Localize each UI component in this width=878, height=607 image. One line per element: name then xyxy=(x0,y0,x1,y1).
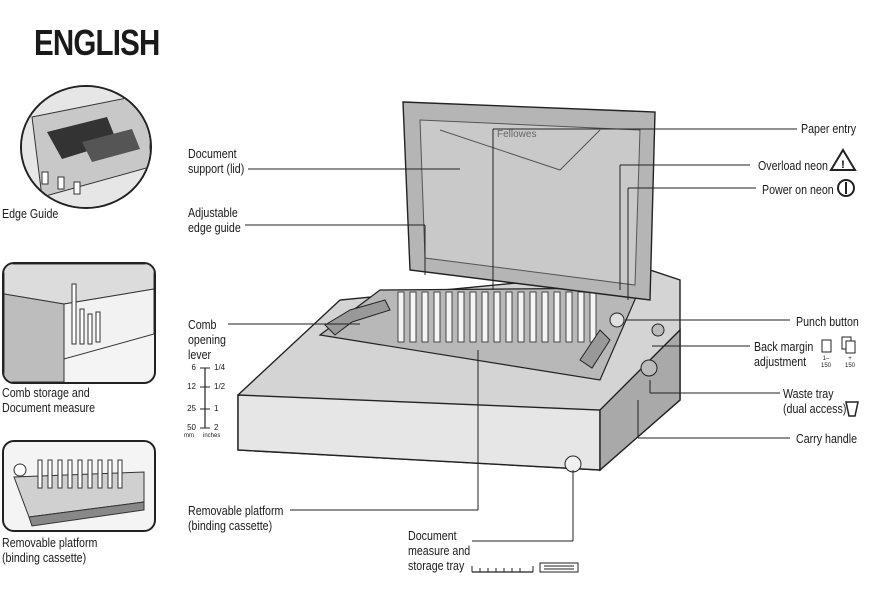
power-icon xyxy=(837,179,855,197)
storage-tray-icon xyxy=(539,562,579,573)
scale-in-1-2: 1/2 xyxy=(214,382,226,391)
scale-mm-12: 12 xyxy=(187,382,196,391)
margin-minus-label: 1– 150 xyxy=(820,356,831,369)
label-document-measure: Document measure and storage tray xyxy=(408,528,471,573)
label-waste-tray: Waste tray (dual access) xyxy=(783,386,847,416)
scale-in-2: 2 xyxy=(214,423,219,432)
scale-in-1-4: 1/4 xyxy=(214,363,226,372)
comb-storage-caption: Comb storage and Document measure xyxy=(2,385,96,415)
page-title: ENGLISH xyxy=(34,22,160,63)
comb-storage-illustration xyxy=(4,264,154,382)
brand-logo: Fellowes xyxy=(497,129,536,140)
warning-mark: ! xyxy=(841,159,845,171)
label-carry-handle: Carry handle xyxy=(796,431,858,446)
thumbnail-removable-platform xyxy=(2,440,156,532)
label-overload-neon: Overload neon xyxy=(758,158,828,173)
scale-mm-6: 6 xyxy=(191,363,196,372)
scale-mm-unit: mm xyxy=(184,433,194,439)
label-paper-entry: Paper entry xyxy=(801,121,857,136)
scale-mm-50: 50 xyxy=(187,423,196,432)
warning-triangle-icon xyxy=(829,148,857,171)
thumbnail-comb-storage xyxy=(2,262,156,384)
label-back-margin: Back margin adjustment xyxy=(754,339,814,369)
waste-tray-icon xyxy=(845,401,859,417)
label-comb-opening-lever: Comb opening lever xyxy=(188,317,226,362)
label-removable-platform: Removable platform (binding cassette) xyxy=(188,503,284,533)
thumbnail-edge-guide xyxy=(20,85,152,209)
label-punch-button: Punch button xyxy=(796,314,859,329)
removable-platform-illustration xyxy=(13,459,145,527)
edge-guide-caption: Edge Guide xyxy=(2,206,59,221)
label-adjustable-edge-guide: Adjustable edge guide xyxy=(188,205,241,235)
scale-inches-unit: inches xyxy=(203,433,221,439)
margin-single-icon xyxy=(821,339,832,353)
label-document-support: Document support (lid) xyxy=(188,146,245,176)
margin-plus-label: + 150 xyxy=(844,356,855,369)
label-power-on-neon: Power on neon xyxy=(762,182,834,197)
removable-platform-caption: Removable platform (binding cassette) xyxy=(2,535,98,565)
scale-in-1: 1 xyxy=(214,404,219,413)
scale-mm-25: 25 xyxy=(187,404,196,413)
edge-guide-illustration xyxy=(22,87,150,207)
